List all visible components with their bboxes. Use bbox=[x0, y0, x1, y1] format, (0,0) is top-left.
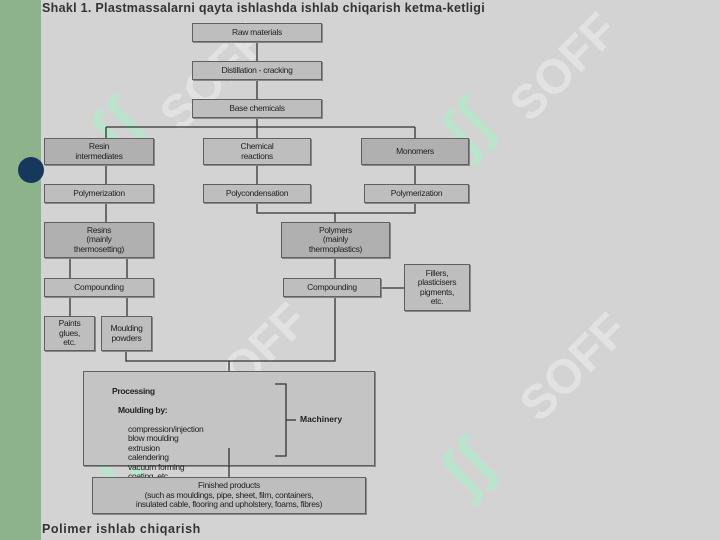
box-moulding-powders: Moulding powders bbox=[101, 316, 152, 351]
bullet-marker bbox=[18, 157, 44, 183]
processing-subtitle: Moulding by: bbox=[118, 404, 168, 415]
box-paints: Paints glues, etc. bbox=[44, 316, 95, 351]
sidebar-stripe bbox=[0, 0, 41, 540]
slide-title: Shakl 1. Plastmassalarni qayta ishlashda… bbox=[42, 1, 486, 15]
processing-title: Processing bbox=[112, 385, 155, 396]
box-resins: Resins (mainly thermosetting) bbox=[44, 222, 154, 258]
box-finished-products: Finished products (such as mouldings, pi… bbox=[92, 477, 366, 514]
box-distillation: Distillation - cracking bbox=[192, 61, 322, 80]
box-polymers: Polymers (mainly thermoplastics) bbox=[281, 222, 390, 258]
box-resin-intermediates: Resin intermediates bbox=[44, 138, 154, 165]
box-polycondensation: Polycondensation bbox=[203, 184, 311, 203]
box-monomers: Monomers bbox=[361, 138, 469, 165]
processing-methods: compression/injection blow moulding extr… bbox=[128, 423, 204, 481]
box-chemical-reactions: Chemical reactions bbox=[203, 138, 311, 165]
box-polymerization-right: Polymerization bbox=[364, 184, 469, 203]
box-base-chemicals: Base chemicals bbox=[192, 99, 322, 118]
box-fillers: Fillers, plasticisers pigments, etc. bbox=[404, 264, 470, 311]
slide-caption: Polimer ishlab chiqarish bbox=[42, 522, 201, 536]
box-raw-materials: Raw materials bbox=[192, 23, 322, 42]
box-polymerization-left: Polymerization bbox=[44, 184, 154, 203]
label-machinery: Machinery bbox=[300, 414, 343, 424]
box-compounding-left: Compounding bbox=[44, 278, 154, 297]
box-compounding-right: Compounding bbox=[283, 278, 381, 297]
